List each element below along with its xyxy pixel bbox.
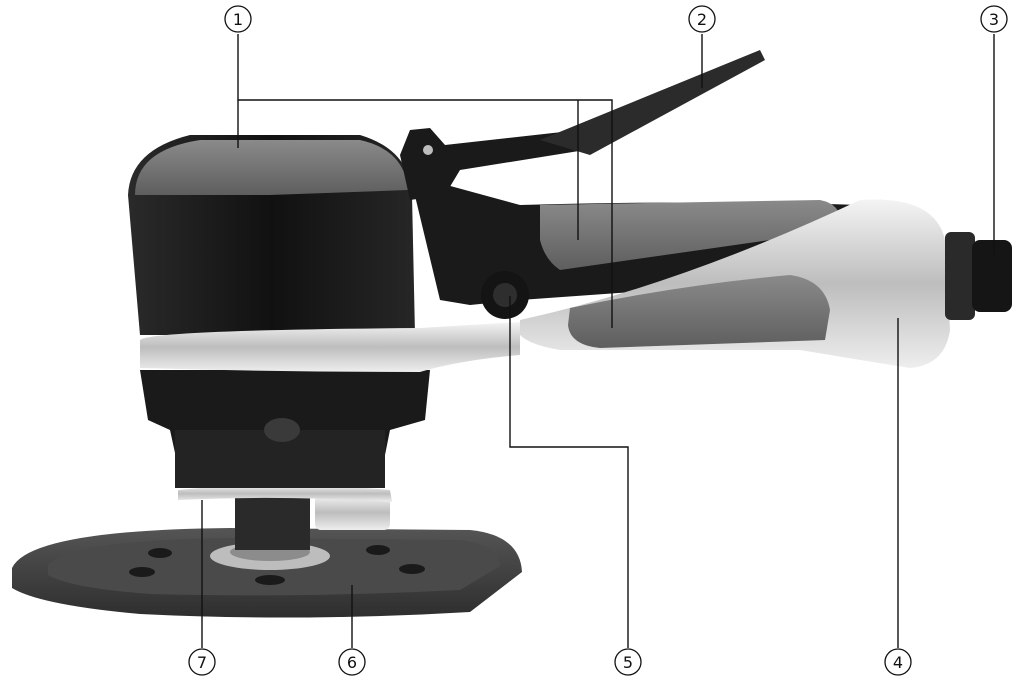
speed-knob <box>481 271 529 319</box>
callout-5-label: 5 <box>623 653 633 672</box>
callout-3: 3 <box>980 5 1008 33</box>
spindle-assembly <box>178 485 392 550</box>
callout-2: 2 <box>688 5 716 33</box>
callout-7: 7 <box>188 648 216 676</box>
trigger-lever <box>400 50 765 200</box>
callout-6-label: 6 <box>347 653 357 672</box>
callout-1: 1 <box>224 5 252 33</box>
callout-2-label: 2 <box>697 10 707 29</box>
lower-housing <box>140 370 430 488</box>
leader-lines <box>201 34 995 648</box>
leader-1 <box>237 34 613 328</box>
callout-7-label: 7 <box>197 653 207 672</box>
callout-1-label: 1 <box>233 10 243 29</box>
handle <box>410 175 950 368</box>
air-inlet <box>945 232 1012 320</box>
callout-3-label: 3 <box>989 10 999 29</box>
callout-4: 4 <box>884 648 912 676</box>
motor-housing <box>128 135 520 372</box>
callout-6: 6 <box>338 648 366 676</box>
leader-5 <box>509 296 629 648</box>
callout-4-label: 4 <box>893 653 903 672</box>
callout-5: 5 <box>614 648 642 676</box>
